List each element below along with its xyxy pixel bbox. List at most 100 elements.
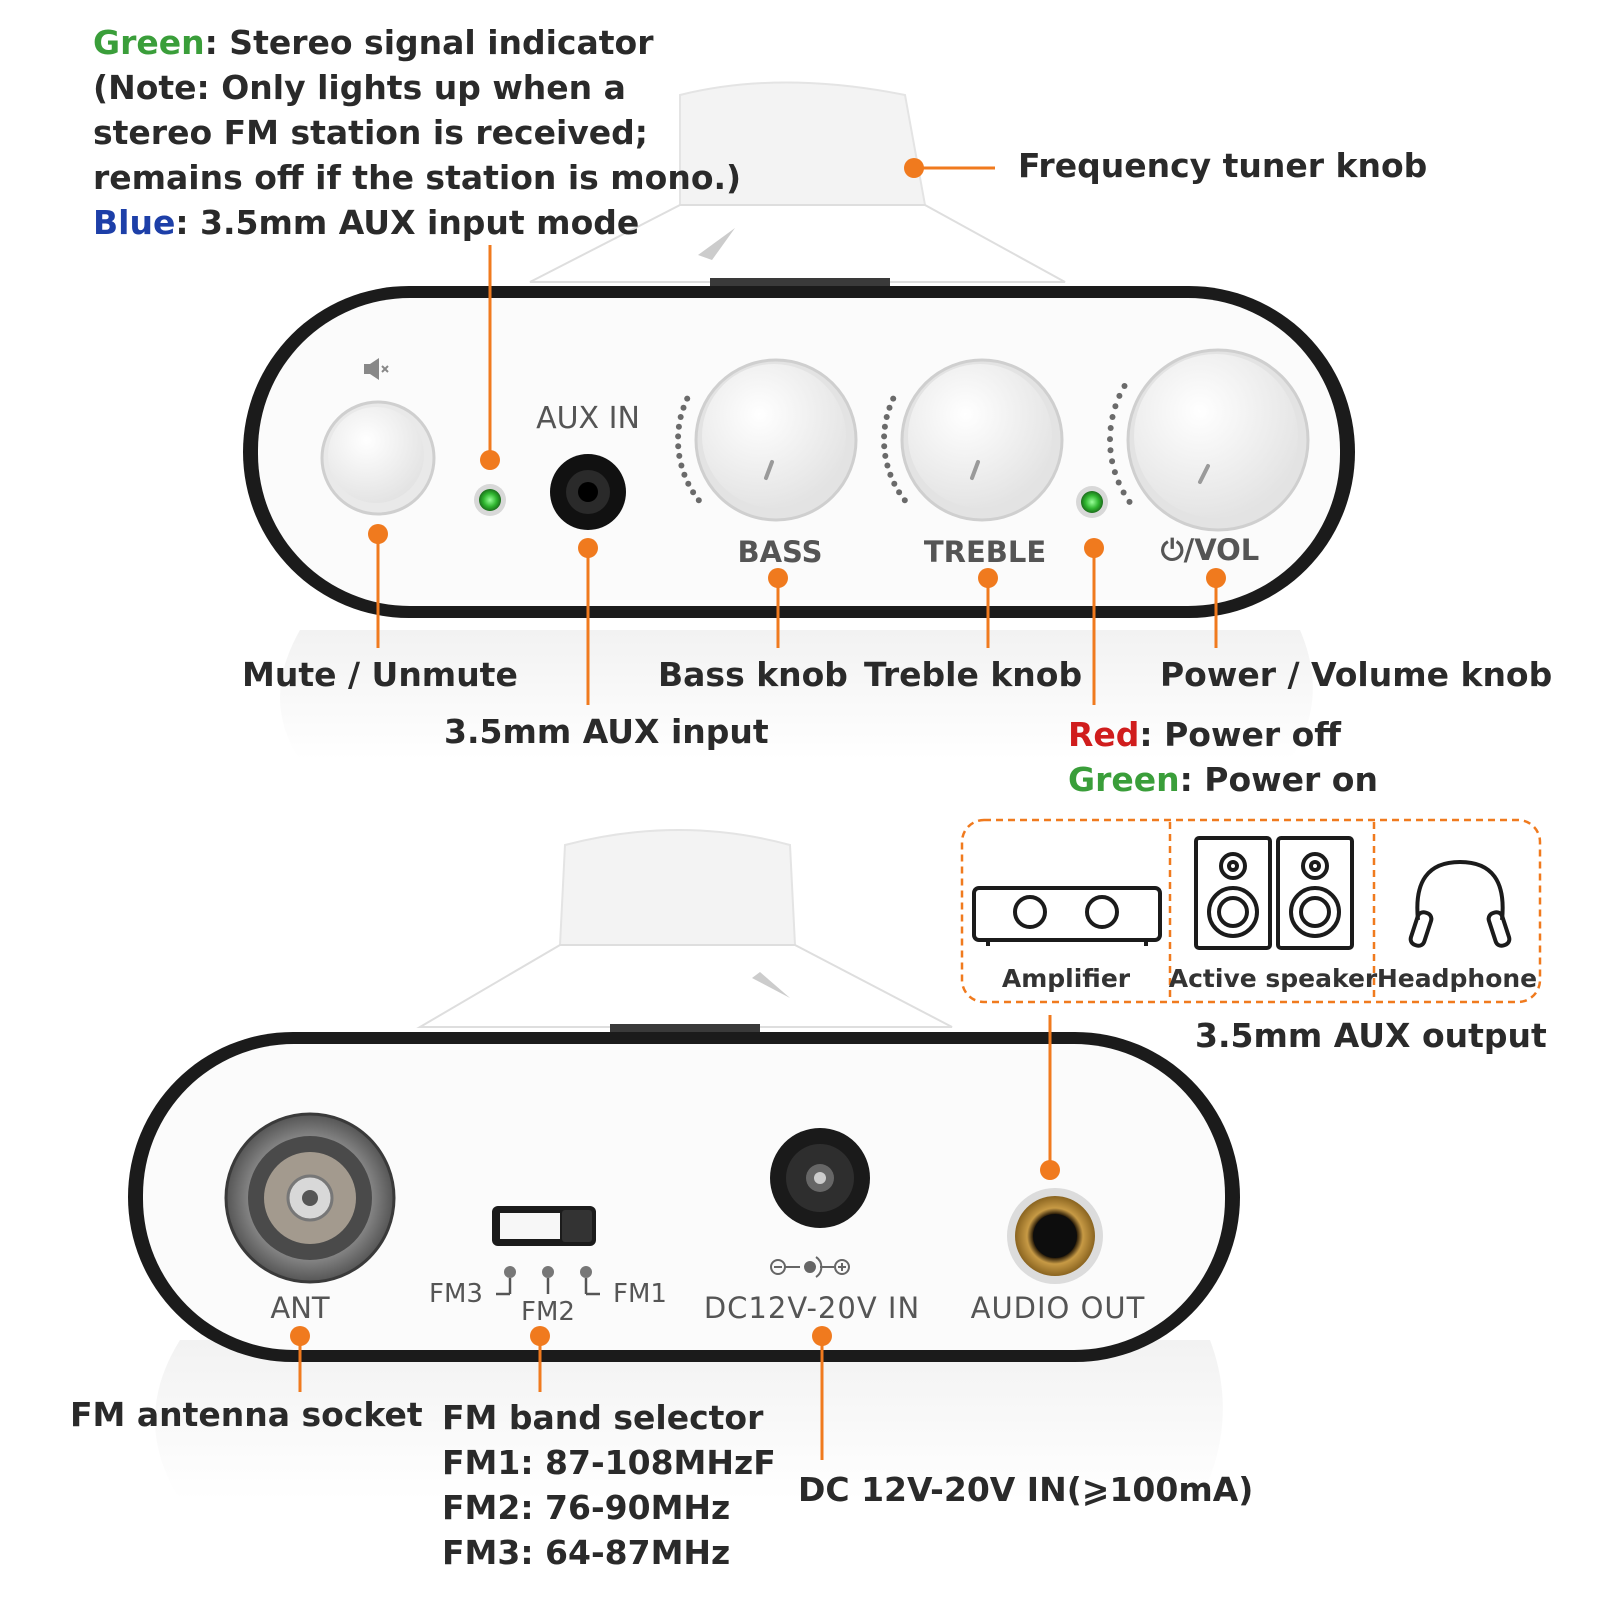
- mute-icon: [364, 358, 389, 380]
- scale-dot: [884, 462, 891, 469]
- band-switch-markers: [496, 1266, 600, 1296]
- fm-antenna-socket[interactable]: [224, 1112, 396, 1284]
- headphone-label: Headphone: [1377, 964, 1537, 993]
- indicator-green-desc: : Stereo signal indicator: [204, 23, 654, 62]
- dc-power-jack[interactable]: [770, 1128, 870, 1228]
- antenna-socket-label: FM antenna socket: [70, 1395, 423, 1434]
- band-fm3: FM3: 64-87MHz: [442, 1533, 731, 1572]
- power-red-word: Red: [1068, 715, 1140, 754]
- aux-in-jack[interactable]: [550, 454, 626, 530]
- scale-dot: [684, 395, 691, 402]
- indicator-note-1: (Note: Only lights up when a: [93, 68, 626, 107]
- scale-dot: [896, 489, 903, 496]
- stereo-indicator-text: Green: Stereo signal indicator (Note: On…: [93, 20, 741, 245]
- tuner-knob-label: Frequency tuner knob: [1018, 146, 1428, 185]
- ant-print: ANT: [270, 1291, 330, 1325]
- scale-dot: [1109, 458, 1116, 465]
- dc-input-label: DC 12V-20V IN(⩾100mA): [798, 1470, 1254, 1509]
- speaker-icon: [1194, 836, 1354, 950]
- scale-dot: [890, 395, 897, 402]
- scale-dot: [886, 404, 893, 411]
- back-callouts: [290, 1015, 1060, 1460]
- scale-dot: [881, 433, 888, 440]
- fm-band-switch[interactable]: [492, 1206, 596, 1246]
- treble-knob[interactable]: [900, 358, 1064, 522]
- scale-dot: [901, 497, 908, 504]
- indicator-green-word: Green: [93, 23, 205, 62]
- scale-dot: [882, 452, 889, 459]
- indicator-blue-word: Blue: [93, 203, 176, 242]
- scale-dot: [681, 471, 688, 478]
- scale-dot: [680, 404, 687, 411]
- output-devices-box: [960, 818, 1542, 1004]
- indicator-blue-line: Blue: 3.5mm AUX input mode: [93, 200, 741, 245]
- power-volume-knob[interactable]: [1126, 348, 1310, 532]
- bass-print: BASS: [737, 535, 822, 569]
- scale-dot: [883, 414, 890, 420]
- band-fm1: FM1: 87-108MHzF: [442, 1443, 776, 1482]
- bass-scale-dots: [675, 395, 702, 504]
- scale-dot: [1116, 392, 1123, 399]
- vol-print: ⏻/VOL: [1161, 533, 1260, 567]
- power-green-desc: : Power on: [1179, 760, 1378, 799]
- band-selector-title: FM band selector: [442, 1398, 764, 1437]
- mute-label: Mute / Unmute: [242, 655, 518, 694]
- scale-dot: [1107, 447, 1114, 454]
- bass-knob-label: Bass knob: [658, 655, 848, 694]
- power-led-text: Red: Power off Green: Power on: [1068, 712, 1378, 802]
- aux-output-caption: 3.5mm AUX output: [1195, 1016, 1547, 1055]
- band-fm2: FM2: 76-90MHz: [442, 1488, 731, 1527]
- active-speaker-label: Active speaker: [1169, 964, 1378, 993]
- audio-out-print: AUDIO OUT: [971, 1291, 1146, 1325]
- scale-dot: [1107, 436, 1113, 443]
- dc-polarity-icon: [770, 1256, 850, 1278]
- scale-dot: [685, 480, 692, 487]
- power-red-line: Red: Power off: [1068, 712, 1378, 757]
- scale-dot: [1120, 489, 1127, 496]
- aux-input-label: 3.5mm AUX input: [444, 712, 769, 751]
- amplifier-label: Amplifier: [1002, 964, 1131, 993]
- scale-dot: [1126, 498, 1133, 505]
- scale-dot: [1121, 383, 1128, 389]
- power-red-desc: : Power off: [1139, 715, 1341, 754]
- scale-dot: [675, 443, 682, 450]
- scale-dot: [887, 471, 894, 478]
- scale-dot: [881, 423, 888, 430]
- indicator-note-3: remains off if the station is mono.): [93, 158, 742, 197]
- bass-knob[interactable]: [694, 358, 858, 522]
- treble-print: TREBLE: [924, 535, 1046, 569]
- headphone-icon: [1408, 859, 1512, 948]
- scale-dot: [675, 433, 682, 440]
- scale-dot: [891, 480, 898, 487]
- aux-in-print: AUX IN: [536, 401, 640, 436]
- fm2-print: FM2: [521, 1297, 575, 1327]
- power-indicator-led: [1076, 486, 1108, 518]
- audio-out-jack[interactable]: [1007, 1188, 1103, 1284]
- scale-dot: [677, 414, 684, 420]
- front-tuner-knob: [529, 81, 1066, 290]
- power-green-word: Green: [1068, 760, 1180, 799]
- scale-dot: [1111, 469, 1118, 476]
- fm1-print: FM1: [613, 1279, 667, 1309]
- scale-dot: [676, 452, 683, 459]
- treble-scale-dots: [881, 395, 908, 504]
- scale-dot: [678, 462, 685, 469]
- indicator-note-2: stereo FM station is received;: [93, 113, 648, 152]
- fm3-print: FM3: [429, 1279, 483, 1309]
- amplifier-icon: [972, 886, 1162, 946]
- mute-button[interactable]: [320, 400, 436, 516]
- scale-dot: [1115, 479, 1122, 486]
- volume-scale-dots: [1107, 383, 1133, 505]
- scale-dot: [1112, 403, 1119, 410]
- back-reflection: [155, 1340, 1223, 1500]
- dc-print: DC12V-20V IN: [704, 1291, 920, 1325]
- scale-dot: [881, 443, 888, 450]
- scale-dot: [1109, 414, 1116, 420]
- power-volume-label: Power / Volume knob: [1160, 655, 1553, 694]
- scale-dot: [675, 423, 682, 430]
- front-callouts: [368, 158, 1226, 705]
- indicator-green-line: Green: Stereo signal indicator: [93, 20, 741, 65]
- indicator-blue-desc: : 3.5mm AUX input mode: [175, 203, 640, 242]
- scale-dot: [695, 497, 702, 504]
